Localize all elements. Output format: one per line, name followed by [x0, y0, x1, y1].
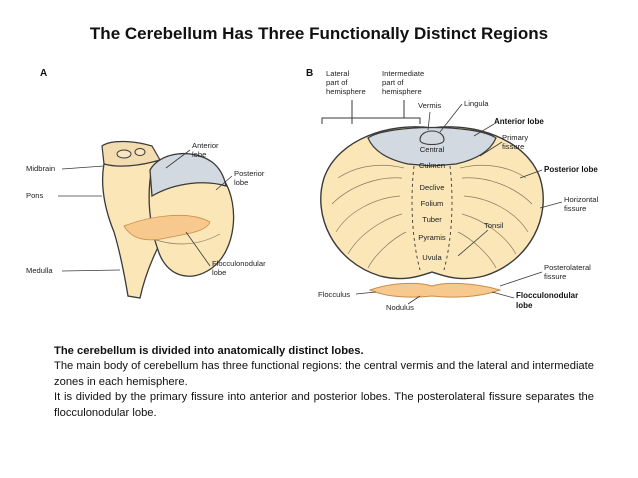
label-folium: Folium: [421, 199, 444, 208]
panel-b-flocculonodular-lobe: [368, 282, 502, 298]
label-nodulus: Nodulus: [386, 303, 414, 312]
label-a-anterior-lobe-2: lobe: [192, 150, 206, 159]
description-paragraph-2: It is divided by the primary fissure int…: [54, 391, 594, 419]
label-central: Central: [420, 145, 445, 154]
label-horizontal-fissure-2: fissure: [564, 204, 586, 213]
cerebellum-figure: A Midbrain Pons Medulla Anterior lobe Po…: [26, 68, 598, 312]
colliculus-shape: [134, 148, 146, 156]
label-lateral-3: hemisphere: [326, 87, 366, 96]
panel-a-anterior-lobe: [149, 152, 227, 198]
vermis-segments: Central Culmen Declive Folium Tuber Pyra…: [418, 145, 446, 262]
colliculus-shape: [116, 149, 132, 159]
panel-b-anterior-lobe: [367, 126, 497, 167]
panel-a-flocculonodular-lobe: [123, 214, 211, 241]
label-declive: Declive: [420, 183, 445, 192]
label-b-anterior-lobe: Anterior lobe: [494, 117, 544, 126]
label-vermis: Vermis: [418, 101, 441, 110]
description: The cerebellum is divided into anatomica…: [54, 344, 594, 421]
panel-a: A Midbrain Pons Medulla Anterior lobe Po…: [26, 68, 266, 299]
label-b-flocculonodular-2: lobe: [516, 301, 533, 310]
label-posterolateral-2: fissure: [544, 272, 566, 281]
label-uvula: Uvula: [422, 253, 442, 262]
label-horizontal-fissure-1: Horizontal: [564, 195, 598, 204]
label-b-posterior-lobe: Posterior lobe: [544, 165, 598, 174]
panel-b-lingula: [419, 130, 445, 146]
label-lingula: Lingula: [464, 99, 489, 108]
label-primary-fissure-1: Primary: [502, 133, 528, 142]
label-primary-fissure-2: fissure: [502, 142, 524, 151]
label-a-posterior-lobe-2: lobe: [234, 178, 248, 187]
label-lateral-1: Lateral: [326, 69, 350, 78]
label-tonsil: Tonsil: [484, 221, 504, 230]
label-tuber: Tuber: [422, 215, 442, 224]
label-a-flocculonodular-2: lobe: [212, 268, 226, 277]
panel-b-cerebellum-body: [320, 126, 544, 280]
label-pons: Pons: [26, 191, 44, 200]
label-intermediate-2: part of: [382, 78, 404, 87]
label-b-flocculonodular-1: Flocculonodular: [516, 291, 578, 300]
panel-a-letter: A: [40, 68, 47, 79]
page-title: The Cerebellum Has Three Functionally Di…: [89, 24, 549, 43]
label-medulla: Medulla: [26, 266, 53, 275]
label-a-anterior-lobe-1: Anterior: [192, 141, 219, 150]
label-posterolateral-1: Posterolateral: [544, 263, 591, 272]
label-intermediate-3: hemisphere: [382, 87, 422, 96]
panel-b: B Lateral part of hemisphere Intermediat…: [306, 68, 598, 312]
label-lateral-2: part of: [326, 78, 348, 87]
label-midbrain: Midbrain: [26, 164, 55, 173]
label-flocculus: Flocculus: [318, 290, 350, 299]
panel-b-folia: [331, 164, 533, 269]
panel-a-fissure-line: [155, 233, 221, 245]
label-culmen: Culmen: [419, 161, 445, 170]
label-intermediate-1: Intermediate: [382, 69, 424, 78]
label-pyramis: Pyramis: [418, 233, 446, 242]
description-lead: The cerebellum is divided into anatomica…: [54, 345, 364, 357]
description-paragraph-1: The main body of cerebellum has three fu…: [54, 360, 594, 388]
label-a-flocculonodular-1: Flocculonodular: [212, 259, 266, 268]
label-a-posterior-lobe-1: Posterior: [234, 169, 265, 178]
panel-b-letter: B: [306, 68, 313, 79]
